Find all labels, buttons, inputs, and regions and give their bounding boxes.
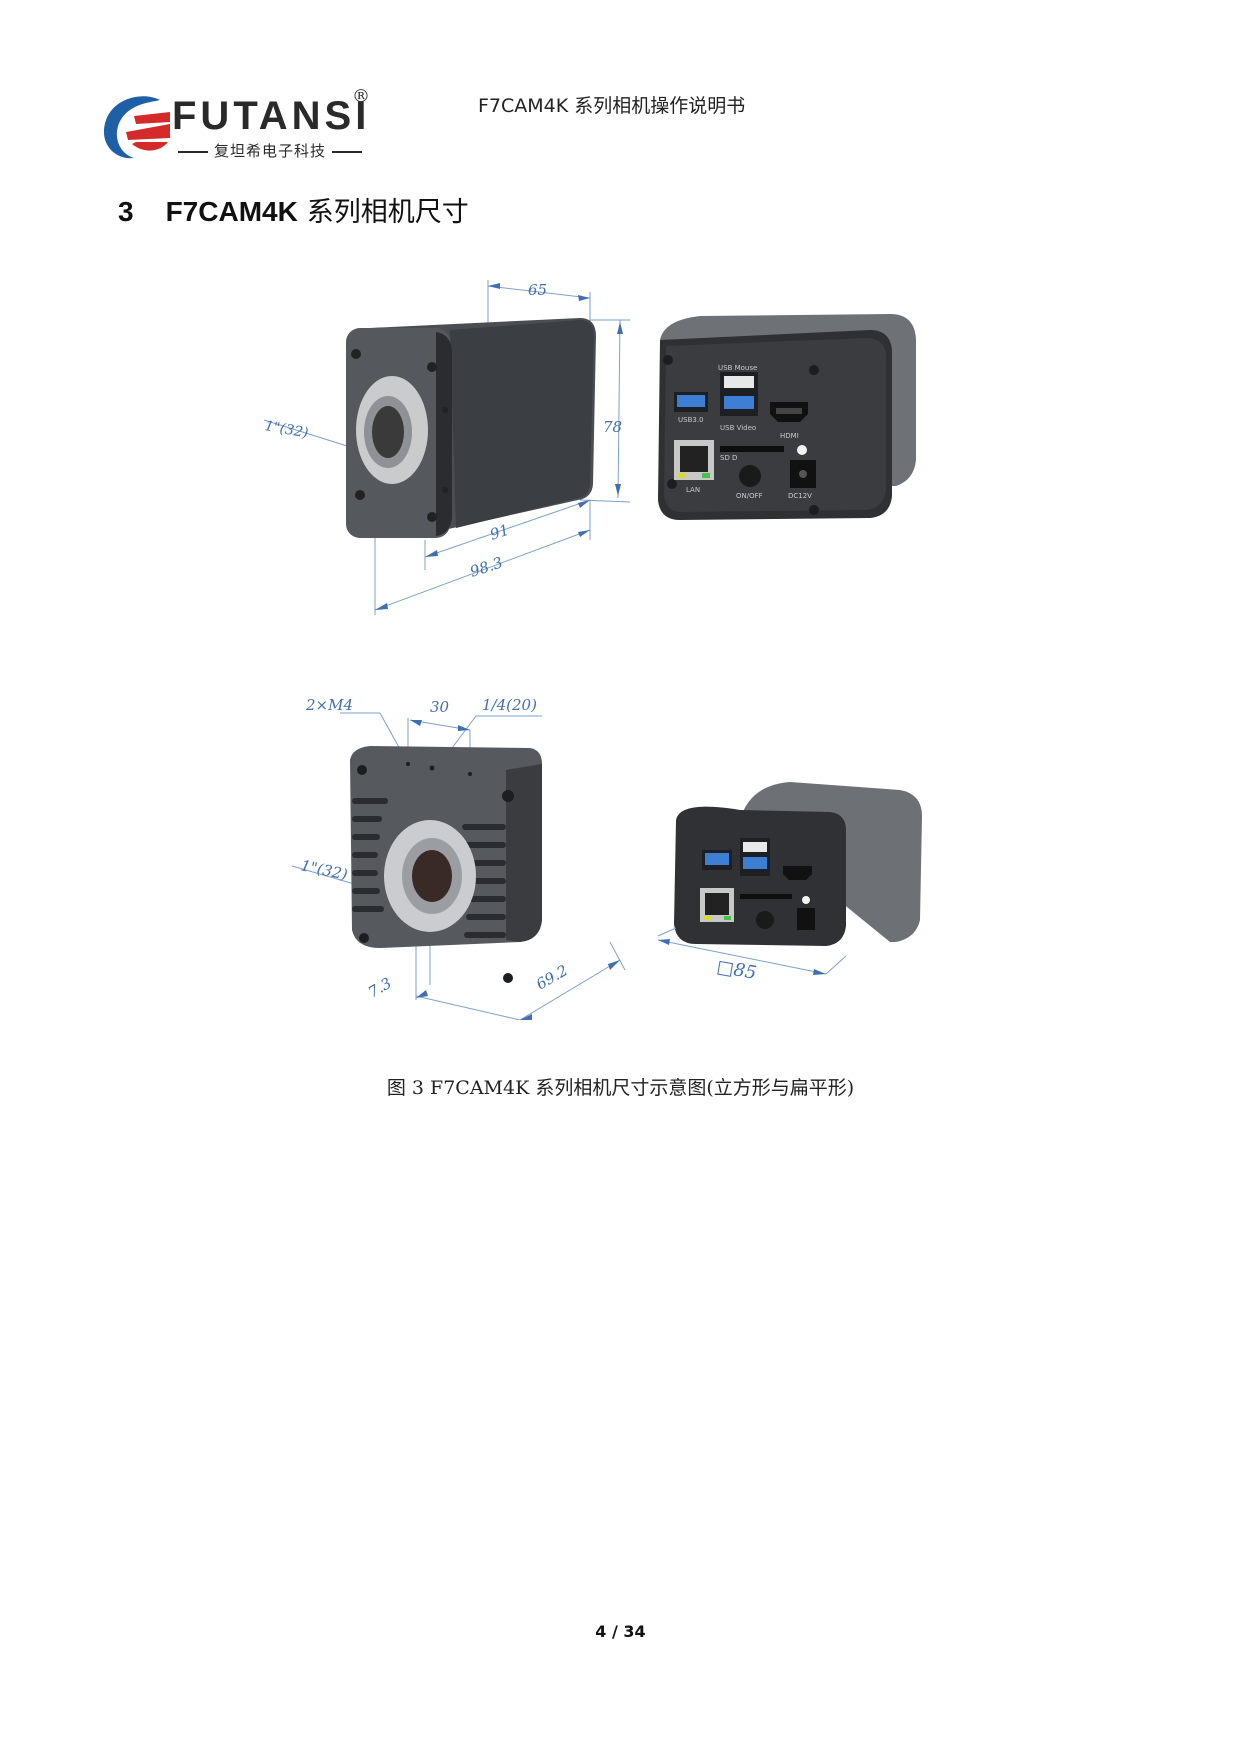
svg-text:78: 78: [603, 418, 622, 436]
svg-text:ON/OFF: ON/OFF: [736, 492, 763, 500]
svg-text:DC12V: DC12V: [788, 492, 812, 500]
svg-text:30: 30: [430, 698, 450, 716]
svg-text:USB3.0: USB3.0: [678, 416, 704, 424]
svg-text:1"(32): 1"(32): [299, 856, 349, 883]
section-number: 3: [118, 196, 134, 227]
figure-caption: 图 3 F7CAM4K 系列相机尺寸示意图(立方形与扁平形): [386, 1077, 855, 1099]
svg-text:USB Video: USB Video: [720, 424, 756, 432]
flat-camera-front-image: 2×M4 30 1/4(20) 1"(32) 7.3 69.2: [291, 696, 626, 1020]
page-number: 4 / 34: [595, 1622, 646, 1641]
svg-text:2×M4: 2×M4: [305, 696, 353, 714]
svg-text:1/4(20): 1/4(20): [482, 696, 537, 714]
svg-text:USB Mouse: USB Mouse: [718, 364, 757, 372]
section-model: F7CAM4K: [165, 196, 298, 227]
company-logo-brand: FUTANSI: [172, 94, 371, 138]
divider: [178, 150, 208, 153]
company-name-cn: 复坦希电子科技: [214, 142, 327, 160]
svg-text:SD D: SD D: [720, 454, 737, 462]
cube-camera-back-image: USB Mouse USB3.0 USB Video HDMI SD D LAN…: [658, 314, 916, 520]
svg-text:91: 91: [488, 521, 512, 544]
svg-text:1"(32): 1"(32): [263, 418, 309, 441]
svg-text:69.2: 69.2: [533, 961, 571, 993]
flat-camera-back-image: □85: [657, 782, 922, 984]
svg-text:□85: □85: [715, 956, 758, 984]
svg-text:HDMI: HDMI: [780, 432, 799, 440]
registered-mark: ®: [352, 86, 370, 107]
section-title: 系列相机尺寸: [306, 197, 469, 228]
svg-text:65: 65: [528, 281, 547, 299]
divider: [332, 150, 363, 153]
company-logo-subtitle: 复坦希电子科技: [172, 140, 368, 161]
svg-text:LAN: LAN: [686, 486, 700, 494]
company-logo-mark: [103, 96, 170, 159]
cube-camera-front-image: 65 78 91 98.3 1"(32): [263, 280, 631, 615]
document-header-title: F7CAM4K 系列相机操作说明书: [478, 95, 746, 117]
svg-text:7.3: 7.3: [365, 974, 395, 1002]
section-heading: 3 F7CAM4K 系列相机尺寸: [118, 190, 469, 229]
svg-text:98.3: 98.3: [468, 553, 505, 580]
